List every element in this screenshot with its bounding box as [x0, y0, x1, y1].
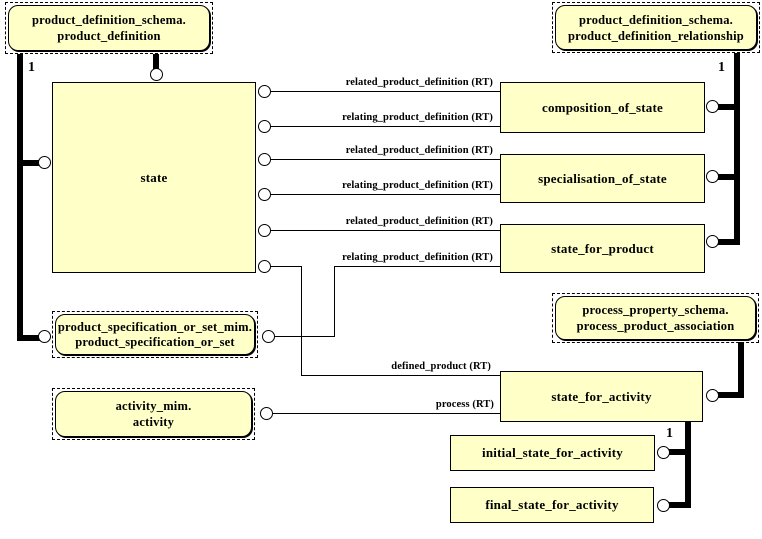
- edge-label-relating-3: relating_product_definition (RT): [342, 252, 493, 263]
- entity-initial-state-for-activity: initial_state_for_activity: [450, 435, 655, 471]
- connector-defined-product-seg3: [301, 375, 500, 377]
- schema-ref-label: process_property_schema.: [582, 303, 729, 317]
- circle-state-top: [150, 68, 163, 81]
- schema-ref-label: process_product_association: [576, 319, 735, 333]
- edge-label-relating-2: relating_product_definition (RT): [342, 180, 493, 191]
- schema-ref-process-product-association: process_property_schema. process_product…: [552, 293, 759, 343]
- schema-ref-product-definition-relationship: product_definition_schema. product_defin…: [552, 2, 760, 53]
- entity-label: state_for_product: [551, 240, 654, 256]
- schema-ref-label: product_specification_or_set_mim.: [57, 319, 253, 334]
- schema-ref-activity: activity_mim. activity: [52, 388, 255, 440]
- schema-ref-product-definition: product_definition_schema. product_defin…: [5, 2, 213, 54]
- circle-pss-left: [38, 330, 51, 343]
- bold-line-stub-composition: [717, 104, 734, 110]
- entity-label: state: [140, 169, 168, 185]
- circle-composition-right: [706, 100, 719, 113]
- edge-label-defined-product: defined_product (RT): [391, 361, 491, 372]
- entity-label: initial_state_for_activity: [482, 445, 623, 460]
- connector-relating-3-seg3: [334, 266, 500, 268]
- bold-line-stub-state-for-product: [717, 239, 734, 245]
- circle-final-right: [657, 499, 670, 512]
- cardinality-top-left: 1: [28, 60, 35, 75]
- schema-ref-label: product_specification_or_set: [75, 334, 235, 349]
- entity-final-state-for-activity: final_state_for_activity: [450, 487, 654, 523]
- bold-line-left-stub-pss: [17, 335, 40, 341]
- connector-relating-3-seg1: [274, 336, 335, 338]
- connector-relating-1: [270, 126, 500, 128]
- circle-state-for-activity-right: [706, 389, 719, 402]
- bold-line-stub-final: [669, 502, 691, 508]
- bold-line-right-vertical: [734, 53, 740, 245]
- entity-specialisation-of-state: specialisation_of_state: [500, 154, 705, 203]
- connector-related-2: [270, 159, 500, 161]
- circle-state-left: [38, 156, 51, 169]
- schema-ref-label: activity: [132, 415, 175, 429]
- bold-line-left-vertical: [17, 54, 23, 341]
- bold-line-left-stub-state: [17, 160, 40, 166]
- circle-state-r6: [258, 260, 271, 273]
- entity-label: final_state_for_activity: [485, 497, 619, 512]
- schema-ref-label: product_definition_schema.: [32, 13, 186, 27]
- entity-label: state_for_activity: [551, 388, 652, 404]
- entity-state-for-activity: state_for_activity: [500, 371, 703, 422]
- circle-activity-right: [260, 407, 273, 420]
- connector-related-3: [270, 230, 500, 232]
- schema-ref-label: product_definition: [57, 29, 161, 43]
- edge-label-related-1: related_product_definition (RT): [345, 77, 493, 88]
- bold-line-stub-initial: [669, 449, 691, 455]
- connector-process: [273, 413, 500, 415]
- circle-state-for-product-right: [706, 235, 719, 248]
- bold-line-ppa-stub: [717, 392, 744, 398]
- entity-label: composition_of_state: [542, 99, 663, 115]
- schema-ref-label: product_definition_schema.: [579, 12, 733, 27]
- connector-defined-product-seg2: [301, 266, 303, 376]
- schema-ref-label: activity_mim.: [115, 399, 192, 413]
- cardinality-top-right: 1: [718, 60, 725, 75]
- connector-related-1: [270, 91, 500, 93]
- circle-specialisation-right: [706, 170, 719, 183]
- circle-state-r1: [258, 85, 271, 98]
- bold-line-sfa-vertical: [685, 422, 691, 508]
- edge-label-related-3: related_product_definition (RT): [345, 216, 493, 227]
- entity-composition-of-state: composition_of_state: [500, 82, 705, 133]
- cardinality-state-for-activity: 1: [666, 426, 673, 441]
- connector-relating-2: [270, 194, 500, 196]
- entity-state-for-product: state_for_product: [500, 224, 705, 273]
- bold-line-stub-specialisation: [717, 174, 734, 180]
- schema-ref-product-specification-or-set: product_specification_or_set_mim. produc…: [52, 311, 258, 358]
- entity-state: state: [52, 82, 256, 273]
- circle-state-r5: [258, 224, 271, 237]
- connector-relating-3-seg2: [334, 266, 336, 337]
- circle-initial-right: [657, 446, 670, 459]
- circle-state-r4: [258, 188, 271, 201]
- bold-line-pd-to-state: [153, 54, 159, 69]
- circle-state-r3: [258, 153, 271, 166]
- bold-line-ppa-vertical: [738, 342, 744, 398]
- edge-label-relating-1: relating_product_definition (RT): [342, 112, 493, 123]
- circle-pss-right: [262, 330, 275, 343]
- edge-label-process: process (RT): [435, 399, 494, 410]
- entity-label: specialisation_of_state: [538, 170, 667, 186]
- circle-state-r2: [258, 120, 271, 133]
- connector-defined-product-seg1: [270, 266, 302, 268]
- schema-ref-label: product_definition_relationship: [568, 28, 744, 43]
- edge-label-related-2: related_product_definition (RT): [345, 145, 493, 156]
